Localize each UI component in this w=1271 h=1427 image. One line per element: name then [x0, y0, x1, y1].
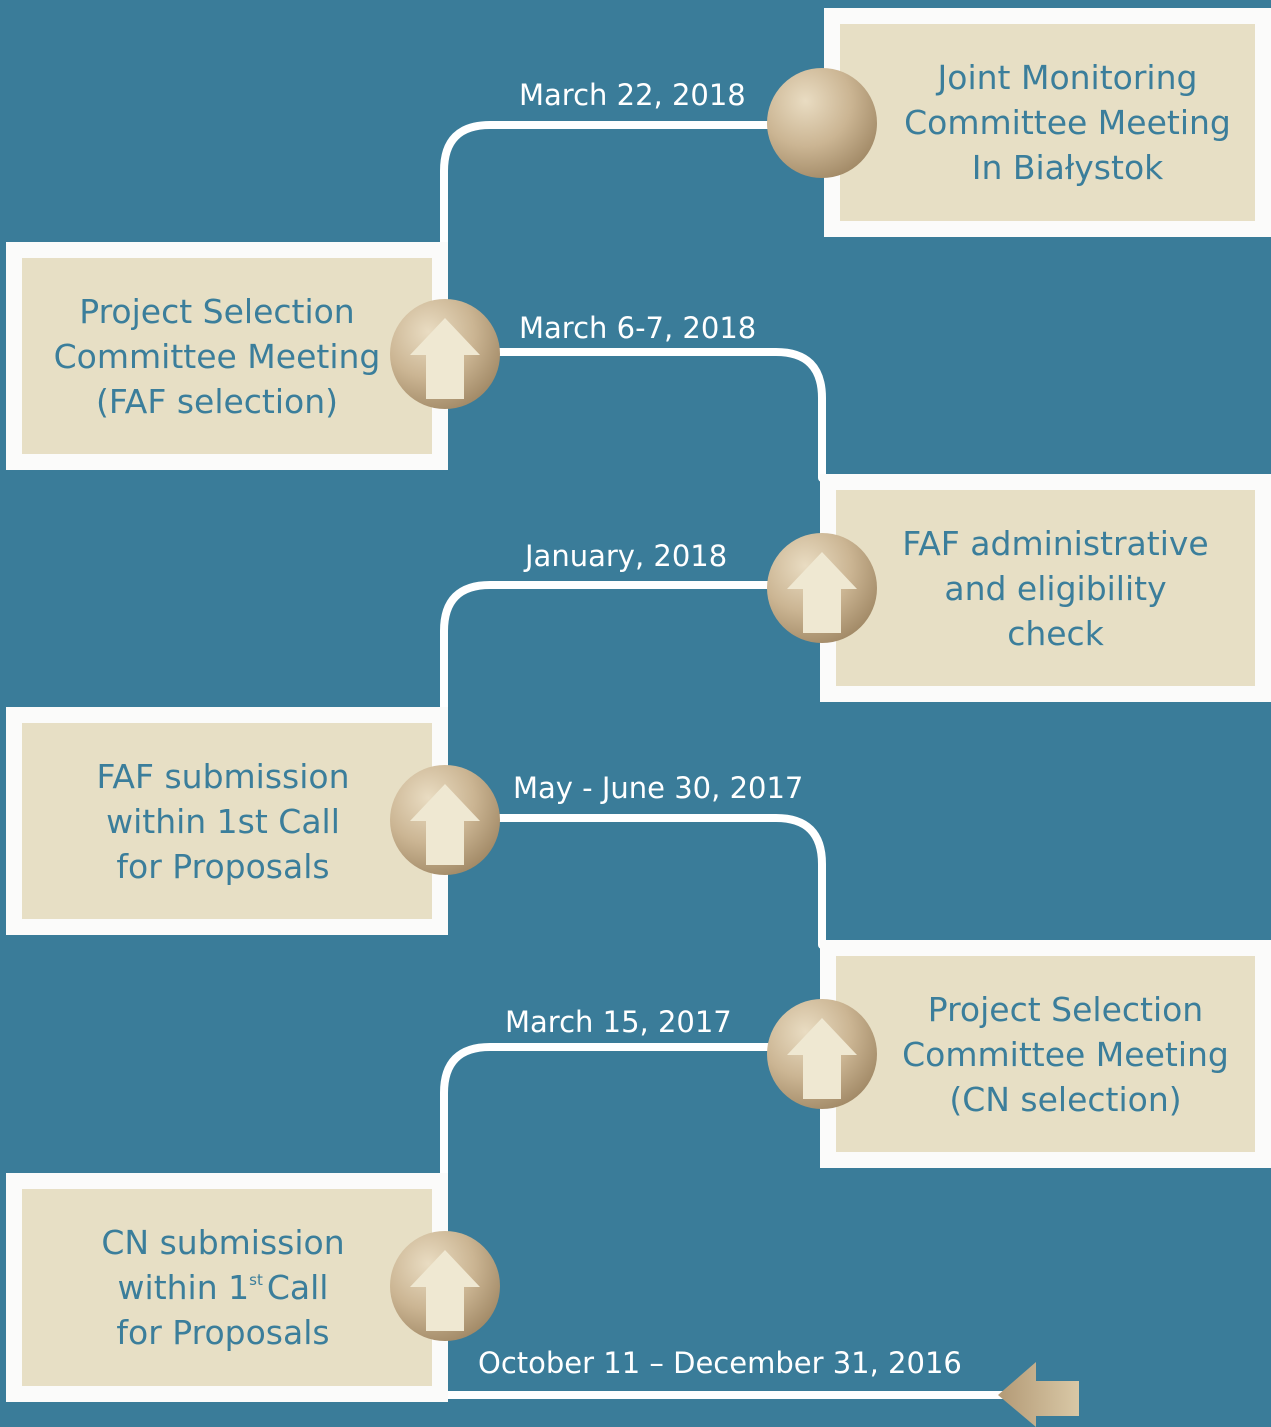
connector-segment-5 [440, 1043, 774, 1184]
milestone-title-line: (FAF selection) [95, 381, 339, 421]
milestone-box-psc-faf-selection: Project Selection Committee Meeting (FAF… [6, 242, 448, 470]
connector-segment-2 [496, 348, 826, 482]
up-arrow-icon [389, 1230, 501, 1342]
connector-segment-6 [440, 1388, 1009, 1399]
milestone-date: March 22, 2018 [519, 78, 746, 112]
milestone-title-line: for Proposals [116, 846, 330, 886]
up-arrow-icon [389, 764, 501, 876]
milestone-date: October 11 – December 31, 2016 [478, 1346, 962, 1380]
milestone-date: March 6-7, 2018 [519, 311, 757, 345]
milestone-title-line: FAF administrative [902, 523, 1209, 563]
connector-segment-4 [496, 814, 826, 949]
milestone-title-line: Committee Meeting [902, 1034, 1229, 1074]
milestone-title-line: for Proposals [116, 1313, 330, 1352]
connector-segment-1 [440, 121, 774, 249]
milestone-box-faf-submission: FAF submission within 1st Call for Propo… [6, 707, 448, 935]
milestone-date: March 15, 2017 [505, 1005, 732, 1039]
milestone-date: January, 2018 [525, 539, 728, 573]
milestone-title-line: (CN selection) [949, 1079, 1182, 1119]
milestone-title-line: FAF submission [96, 756, 350, 796]
milestone-box-faf-admin-check: FAF administrative and eligibility check [820, 474, 1271, 702]
connector-segment-3 [440, 581, 774, 714]
milestone-title-line: In Białystok [971, 148, 1164, 187]
left-arrow-icon [998, 1362, 1079, 1427]
ordinal-suffix: st [249, 1271, 263, 1289]
milestone-title-line: Committee Meeting [53, 336, 381, 376]
milestone-title-line: Project Selection [927, 989, 1204, 1029]
milestone-title-line: CN submission [101, 1223, 345, 1262]
up-arrow-icon [766, 998, 878, 1110]
milestone-node-circle-icon [766, 67, 878, 179]
milestone-title-line: Committee Meeting [904, 103, 1231, 142]
up-arrow-icon [766, 532, 878, 644]
milestone-title-line: within 1st Call [106, 801, 340, 841]
milestone-title-line: check [1007, 613, 1104, 653]
up-arrow-icon [389, 298, 501, 410]
milestone-title-fragment: Call [266, 1268, 329, 1307]
milestone-title-line: Project Selection [79, 291, 355, 331]
milestone-title-line: and eligibility [944, 568, 1167, 608]
milestone-title-fragment: within 1 [117, 1268, 250, 1307]
milestone-title-line: Joint Monitoring [937, 58, 1198, 97]
milestone-box-psc-cn-selection: Project Selection Committee Meeting (CN … [820, 940, 1271, 1168]
milestone-box-joint-monitoring: Joint Monitoring Committee Meeting In Bi… [824, 8, 1271, 237]
milestone-date: May - June 30, 2017 [513, 771, 804, 805]
